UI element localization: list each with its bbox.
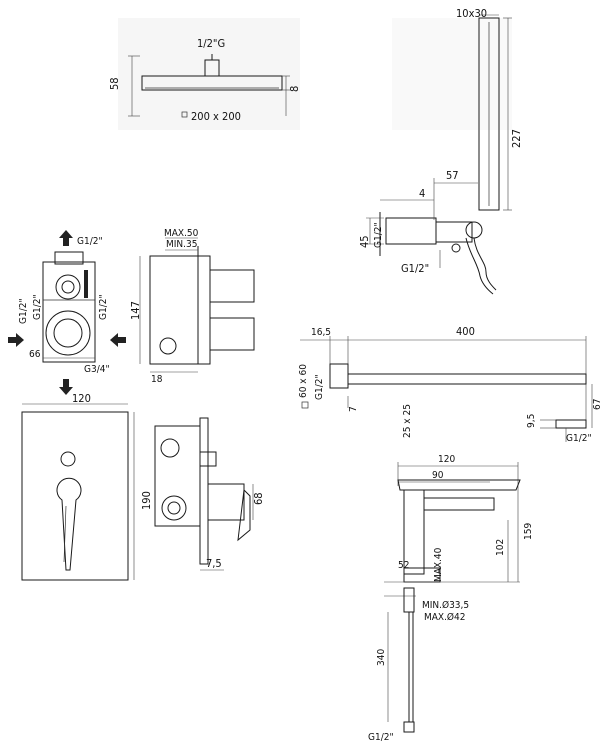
diverter-min-depth-label: MIN.35 xyxy=(166,239,197,250)
diverter-top-label: G1/2" xyxy=(77,236,103,247)
shower-arm-thickness-label: 7 xyxy=(348,406,359,412)
wall-plate-lever-depth-label: 7,5 xyxy=(206,557,222,570)
basin-mixer-spout-height-label: 102 xyxy=(495,539,506,556)
diverter-max-depth-label: MAX.50 xyxy=(164,228,199,239)
diverter-height-label: 147 xyxy=(129,301,142,320)
hand-shower-offset-label: 57 xyxy=(446,169,459,182)
basin-mixer-hose-thread-label: G1/2" xyxy=(368,732,394,743)
shower-arm-tube-label: 25 x 25 xyxy=(402,404,413,438)
shower-arm-profile-label: 60 x 60 xyxy=(298,364,309,398)
hand-shower-head-size-label: 10x30 xyxy=(456,7,487,20)
basin-mixer-hose-length-label: 340 xyxy=(376,649,387,666)
basin-mixer-spout-label: 90 xyxy=(432,470,444,481)
shower-head-thread-label: 1/2"G xyxy=(197,37,225,50)
shower-arm-end-depth-label: 9,5 xyxy=(526,414,537,428)
basin-mixer-total-height-label: 159 xyxy=(523,523,534,540)
shower-arm-length-label: 400 xyxy=(456,325,475,338)
basin-mixer-drawing: 120 90 159 102 52 MAX.40 MIN.Ø33,5 MAX.Ø… xyxy=(368,454,534,743)
shower-arm-offset-label: 16,5 xyxy=(311,327,331,338)
hand-shower-inlet-label: G1/2" xyxy=(401,262,429,275)
shower-arm-drop-label: 67 xyxy=(592,399,601,410)
diverter-bottom-label: G3/4" xyxy=(84,364,110,375)
hand-shower-height-label: 227 xyxy=(510,129,523,148)
wall-plate-height-label: 190 xyxy=(140,491,153,510)
shower-head-size-label: 200 x 200 xyxy=(191,110,241,123)
diverter-side-label: G1/2" xyxy=(32,294,43,320)
hand-shower-depth-label: 4 xyxy=(419,187,425,200)
hand-shower-holder-label: 45 xyxy=(358,235,371,248)
left-arrow-icon xyxy=(8,333,24,347)
diverter-bottom-depth-label: 18 xyxy=(151,374,163,385)
down-arrow-icon xyxy=(59,379,73,395)
basin-mixer-base-diameter-label: 52 xyxy=(398,560,409,571)
shower-head-drawing: 1/2"G 58 8 200 x 200 xyxy=(108,18,301,130)
wall-plate-width-label: 120 xyxy=(72,392,91,405)
wall-plate-drawing: 120 190 68 7,5 xyxy=(21,392,265,581)
hand-shower-drawing: 10x30 227 57 4 45 G1/2" G1/2" xyxy=(358,7,523,295)
shower-arm-drawing: 16,5 400 60 x 60 G1/2" 25 x 25 7 67 9,5 … xyxy=(298,325,601,444)
up-arrow-icon xyxy=(59,230,73,246)
shower-head-height-label: 58 xyxy=(108,77,121,90)
basin-mixer-hole-max-label: MAX.Ø42 xyxy=(424,611,465,623)
wall-plate-projection-label: 68 xyxy=(252,492,265,505)
diverter-width-label: 66 xyxy=(29,349,41,360)
shower-arm-thread-label: G1/2" xyxy=(314,374,325,400)
basin-mixer-hole-min-label: MIN.Ø33,5 xyxy=(422,599,469,611)
basin-mixer-max-thickness-label: MAX.40 xyxy=(433,547,444,582)
diverter-right-label: G1/2" xyxy=(98,294,109,320)
basin-mixer-width-label: 120 xyxy=(438,454,455,465)
diverter-left-label: G1/2" xyxy=(18,298,29,324)
hand-shower-side-label: G1/2" xyxy=(373,222,384,248)
right-arrow-icon xyxy=(110,333,126,347)
shower-head-thickness-label: 8 xyxy=(288,86,301,92)
shower-arm-end-label: G1/2" xyxy=(566,433,592,444)
diverter-body-drawing: G1/2" G1/2" G1/2" G1/2" 66 G3/4" MAX.50 … xyxy=(8,228,255,395)
